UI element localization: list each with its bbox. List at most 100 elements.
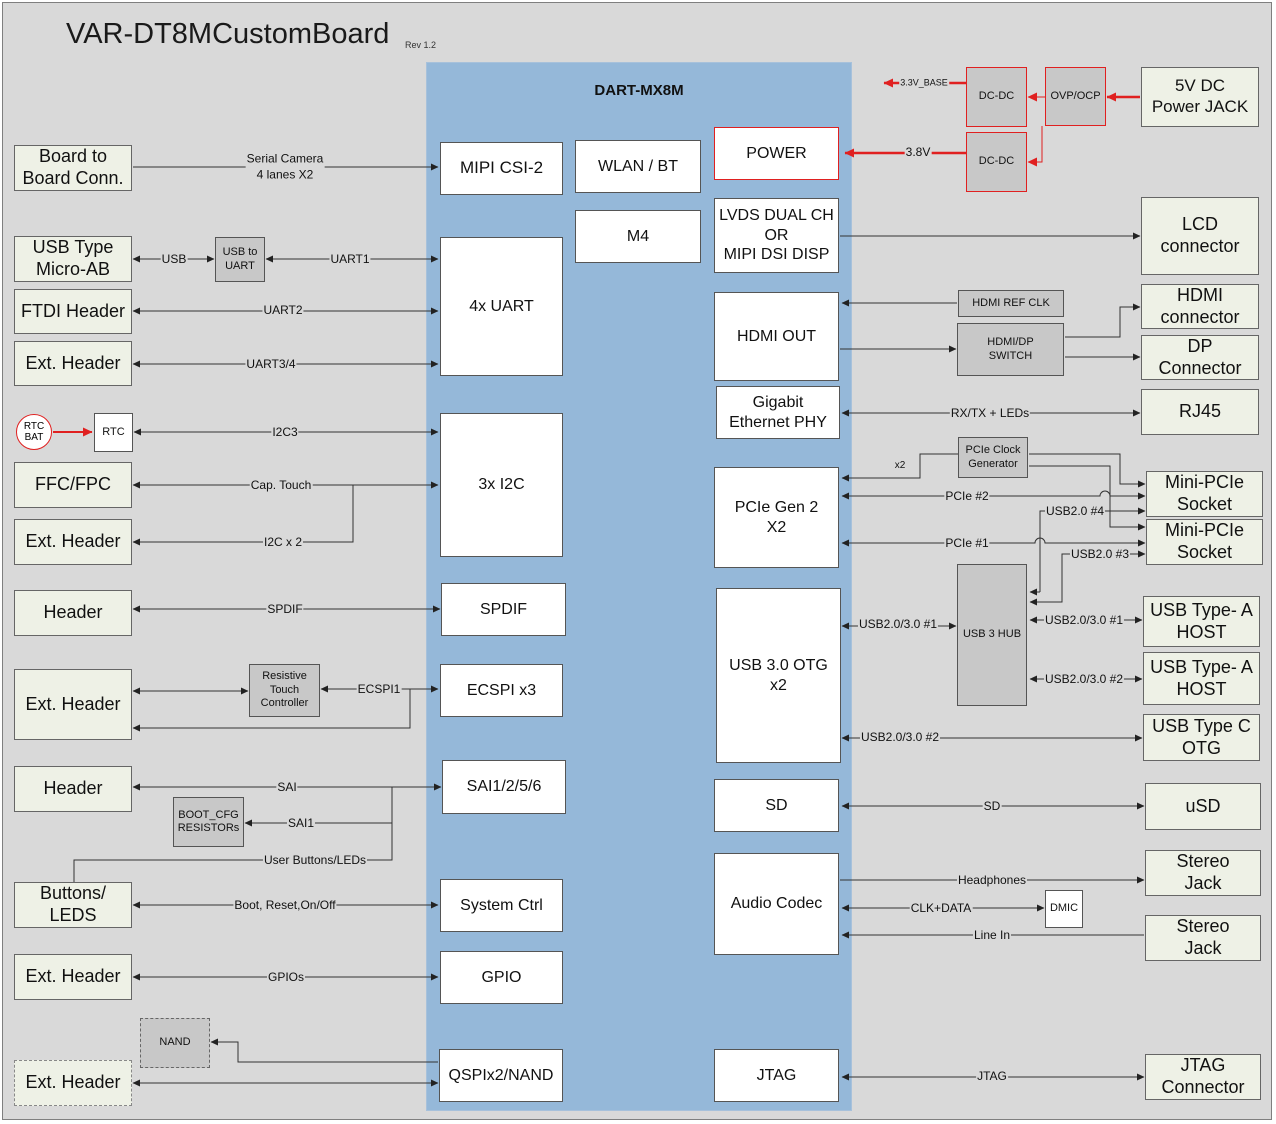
label-clk-data: CLK+DATA [909, 901, 973, 915]
dc-dc-bottom: DC-DC [966, 132, 1027, 192]
ffc-fpc-connector: FFC/FPC [14, 462, 132, 508]
resistive-touch-controller: Resistive Touch Controller [249, 664, 320, 717]
gpio-block: GPIO [440, 951, 563, 1004]
usb-type-a-host-2: USB Type- A HOST [1143, 652, 1260, 705]
som-title: DART-MX8M [594, 82, 684, 99]
rtc-battery-label: RTC BAT [23, 420, 45, 444]
label-cap-touch: Cap. Touch [249, 478, 313, 492]
label-rx-tx: RX/TX + LEDs [949, 406, 1031, 420]
label-sd: SD [982, 799, 1002, 813]
ext-header-i2c: Ext. Header [14, 519, 132, 565]
board-to-board-connector: Board to Board Conn. [14, 145, 132, 191]
label-uart2: UART2 [262, 303, 304, 317]
diagram-title: VAR-DT8MCustomBoard [66, 18, 390, 50]
label-user-buttons: User Buttons/LEDs [262, 853, 368, 867]
jtag-block: JTAG [714, 1049, 839, 1102]
wire-pcie1 [841, 537, 1146, 547]
label-uart1: UART1 [329, 252, 371, 266]
rtc-battery: RTC BAT [16, 414, 52, 450]
ecspi-block: ECSPI x3 [440, 664, 563, 717]
power-block: POWER [714, 127, 839, 180]
label-serial-camera: Serial Camera 4 lanes X2 [245, 151, 325, 183]
boot-cfg-resistors: BOOT_CFG RESISTORs [173, 797, 244, 847]
label-boot-reset: Boot, Reset,On/Off [233, 898, 337, 912]
jtag-connector: JTAG Connector [1145, 1054, 1261, 1100]
label-spdif: SPDIF [266, 602, 304, 616]
ftdi-header: FTDI Header [14, 289, 132, 334]
buttons-leds: Buttons/ LEDS [14, 882, 132, 928]
label-line-in: Line In [972, 928, 1012, 942]
spdif-block: SPDIF [441, 583, 566, 636]
hdmi-out-block: HDMI OUT [714, 292, 839, 381]
wlan-bt-block: WLAN / BT [575, 140, 701, 193]
label-usb2030-2-otg: USB2.0/3.0 #2 [859, 730, 941, 744]
label-x2: x2 [893, 460, 907, 471]
ext-header-uart: Ext. Header [14, 341, 132, 386]
wire-sai1 [244, 787, 393, 827]
header-sai: Header [14, 766, 132, 812]
label-i2c-x2: I2C x 2 [262, 535, 304, 549]
usb-type-a-host-1: USB Type- A HOST [1143, 596, 1260, 647]
rj45-connector: RJ45 [1141, 389, 1259, 435]
wire-pcie2 [841, 490, 1146, 500]
system-ctrl-block: System Ctrl [440, 879, 563, 932]
wire-ecspi-ext [132, 689, 411, 732]
label-usb2030-1-hub: USB2.0/3.0 #1 [1043, 613, 1125, 627]
usb-to-uart-bridge: USB to UART [215, 237, 265, 282]
i2c-block: 3x I2C [440, 413, 563, 557]
label-pcie2: PCIe #2 [944, 489, 990, 503]
wire-ovp-dc-bottom [1027, 126, 1043, 167]
rtc-chip: RTC [94, 413, 133, 452]
nand-flash: NAND [140, 1018, 210, 1068]
label-usb20-3: USB2.0 #3 [1069, 547, 1131, 561]
stereo-jack-line-in: Stereo Jack [1145, 915, 1261, 961]
label-usb2030-2-hub: USB2.0/3.0 #2 [1043, 672, 1125, 686]
usb3-hub: USB 3 HUB [957, 564, 1027, 706]
usb-type-c-otg: USB Type C OTG [1143, 714, 1260, 761]
power-jack: 5V DC Power JACK [1141, 67, 1259, 127]
header-spdif: Header [14, 590, 132, 636]
wire-nand [210, 1038, 438, 1063]
usb-micro-ab-connector: USB Type Micro-AB [14, 236, 132, 282]
mini-pcie-socket-2: Mini-PCIe Socket [1146, 519, 1263, 565]
label-sai: SAI [276, 780, 298, 794]
stereo-jack-headphones: Stereo Jack [1145, 850, 1261, 896]
wire-i2c-x2 [132, 485, 354, 546]
label-headphones: Headphones [956, 873, 1028, 887]
wire-pcie-clk-x2 [841, 453, 958, 482]
label-3v3-base: 3.3V_BASE [899, 77, 949, 88]
label-jtag: JTAG [976, 1069, 1008, 1083]
wire-usb20-3 [1029, 550, 1146, 606]
sai-block: SAI1/2/5/6 [442, 760, 566, 814]
sd-block: SD [714, 779, 839, 832]
mipi-csi-block: MIPI CSI-2 [440, 142, 563, 195]
usb-otg-block: USB 3.0 OTG x2 [716, 588, 841, 763]
label-3v8: 3.8V [904, 145, 932, 159]
dp-connector: DP Connector [1141, 335, 1259, 380]
wire-user-buttons [73, 823, 393, 882]
label-i2c3: I2C3 [271, 425, 299, 439]
label-gpios: GPIOs [266, 970, 306, 984]
lcd-connector: LCD connector [1141, 197, 1259, 275]
hdmi-ref-clk: HDMI REF CLK [958, 290, 1064, 317]
label-pcie1: PCIe #1 [944, 536, 990, 550]
uart-block: 4x UART [440, 237, 563, 376]
ovp-ocp: OVP/OCP [1045, 67, 1106, 126]
revision-label: Rev 1.2 [405, 40, 437, 50]
pcie-block: PCIe Gen 2 X2 [714, 467, 839, 568]
mini-pcie-socket-1: Mini-PCIe Socket [1146, 471, 1263, 517]
ethernet-phy-block: Gigabit Ethernet PHY [716, 386, 840, 439]
m4-block: M4 [575, 210, 701, 263]
wire-clk-mini1 [1029, 453, 1146, 488]
wire-switch-hdmi [1065, 303, 1141, 338]
audio-codec-block: Audio Codec [714, 853, 839, 955]
hdmi-dp-switch: HDMI/DP SWITCH [957, 323, 1064, 376]
hdmi-connector: HDMI connector [1141, 284, 1259, 329]
label-sai1: SAI1 [286, 816, 316, 830]
label-usb2030-1-otg: USB2.0/3.0 #1 [857, 617, 939, 631]
dmic: DMIC [1045, 890, 1083, 928]
label-ecspi1: ECSPI1 [356, 682, 402, 696]
usd-slot: uSD [1145, 783, 1261, 830]
